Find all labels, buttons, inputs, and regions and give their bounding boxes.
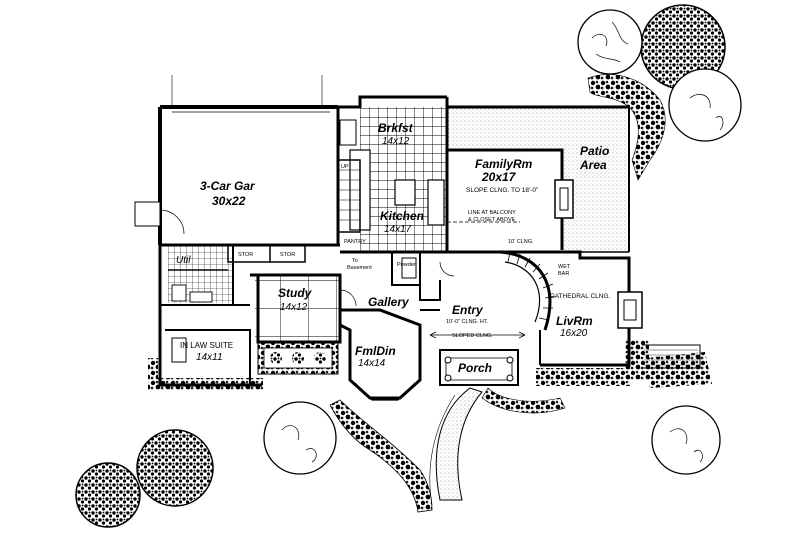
tree-front-light — [263, 401, 337, 475]
note-stor-1: STOR — [238, 252, 253, 258]
right-planting-bed — [536, 368, 631, 386]
brkfst-name: Brkfst — [378, 121, 414, 135]
front-planting-bed-left — [329, 399, 433, 513]
note-wetbar-1: WET — [558, 264, 571, 270]
tree-bottom-right — [651, 405, 721, 475]
note-to-basement-1: To — [352, 258, 358, 264]
front-planting-bed-right — [481, 387, 566, 414]
familyrm-note: SLOPE CLNG. TO 18'-0" — [466, 187, 539, 194]
top-right-shrubs — [587, 74, 666, 181]
util-name: Util — [176, 255, 191, 266]
front-walkway — [435, 387, 483, 501]
note-pantry: PANTRY — [344, 239, 366, 245]
patio-name2: Area — [579, 158, 607, 172]
livrm-size: 16x20 — [560, 328, 588, 339]
livrm-note: CATHEDRAL CLNG. — [550, 293, 611, 300]
kitchen-size: 14x17 — [384, 224, 412, 235]
study-size: 14x12 — [280, 302, 308, 313]
note-sloped: SLOPED CLNG. — [452, 333, 493, 339]
familyroom-fill — [447, 150, 562, 250]
tree-front-dark — [75, 429, 214, 528]
note-to-basement-2: Basement — [347, 265, 372, 271]
driveway — [171, 75, 323, 108]
tree-top-right-light — [577, 9, 742, 142]
note-balcony-1: LINE AT BALCONY — [468, 210, 516, 216]
note-up: UP — [341, 164, 349, 170]
inlaw-name: IN LAW SUITE — [180, 341, 233, 350]
porch-name: Porch — [458, 361, 492, 375]
patio-name: Patio — [580, 144, 609, 158]
kitchen-name: Kitchen — [380, 209, 424, 223]
note-powder: Powder — [397, 262, 416, 268]
room-fills — [168, 107, 629, 375]
study-tile — [255, 275, 340, 342]
fmldin-size: 14x14 — [358, 358, 386, 369]
garage-size: 30x22 — [212, 194, 246, 208]
util-tile — [168, 245, 228, 270]
note-wetbar-2: BAR — [558, 271, 569, 277]
familyrm-name: FamilyRm — [475, 157, 533, 171]
gallery-name: Gallery — [368, 295, 410, 309]
plan-notes: STOR STOR PANTRY To Basement Powder UP L… — [238, 164, 571, 339]
note-stor-2: STOR — [280, 252, 295, 258]
note-clng10: 10' CLNG. — [508, 239, 534, 245]
livrm-name: LivRm — [556, 314, 593, 328]
entry-note: 10'-0" CLNG. HT. — [446, 319, 489, 325]
brkfst-size: 14x12 — [382, 136, 410, 147]
room-labels: 3-Car Gar 30x22 Brkfst 14x12 Kitchen 14x… — [176, 121, 611, 375]
note-balcony-2: & CLOSET ABOVE — [468, 217, 516, 223]
fmldin-name: FmlDin — [355, 344, 396, 358]
entry-name: Entry — [452, 303, 484, 317]
study-name: Study — [278, 286, 313, 300]
garage-name: 3-Car Gar — [200, 179, 256, 193]
inlaw-size: 14x11 — [196, 352, 223, 363]
familyrm-size: 20x17 — [481, 170, 517, 184]
walls — [134, 95, 701, 401]
